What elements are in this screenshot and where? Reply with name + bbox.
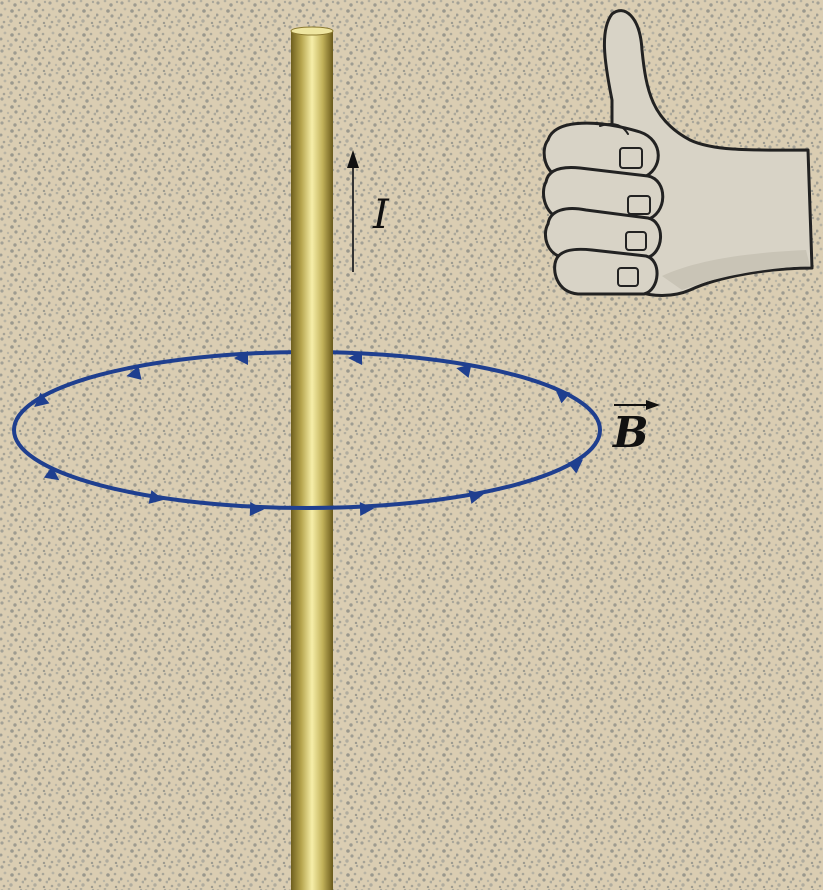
thumbs-up-hand-icon: [542, 9, 814, 297]
field-loop-front: [12, 429, 602, 510]
field-arrow: [456, 364, 472, 378]
field-arrow: [148, 490, 164, 504]
vector-arrow-icon: [614, 400, 660, 410]
wire-top-end: [290, 26, 334, 36]
field-arrow: [34, 392, 50, 407]
field-arrow: [234, 351, 248, 365]
field-arrow: [359, 502, 374, 516]
field-arrow: [555, 389, 571, 404]
field-arrow: [43, 466, 60, 481]
current-label: I: [372, 192, 390, 238]
field-direction-arrows: [34, 351, 584, 516]
up-arrow-icon: [347, 150, 359, 272]
field-arrow: [249, 502, 264, 516]
field-label: B: [612, 408, 649, 457]
field-arrow: [126, 366, 142, 380]
field-arrow: [348, 351, 362, 365]
field-arrow: [468, 490, 484, 504]
field-arrow: [567, 459, 584, 474]
current-wire: [291, 30, 333, 890]
